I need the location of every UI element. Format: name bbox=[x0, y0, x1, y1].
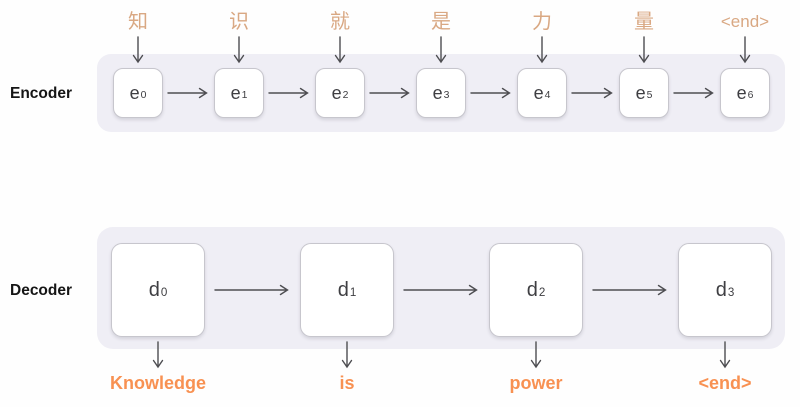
arrow-right-icon bbox=[470, 87, 511, 99]
cell-subscript: 0 bbox=[140, 89, 147, 101]
arrow-right-icon bbox=[167, 87, 208, 99]
decoder-panel bbox=[97, 227, 785, 349]
cell-subscript: 6 bbox=[747, 89, 754, 101]
decoder-label: Decoder bbox=[10, 282, 73, 299]
cell-subscript: 5 bbox=[646, 89, 653, 101]
arrow-right-icon bbox=[571, 87, 613, 99]
input-token-0: 知 bbox=[128, 11, 148, 33]
input-token-3: 是 bbox=[431, 11, 451, 33]
cell-subscript: 4 bbox=[544, 89, 551, 101]
arrow-right-icon bbox=[403, 284, 478, 296]
arrow-right-icon bbox=[673, 87, 714, 99]
cell-subscript: 2 bbox=[342, 89, 349, 101]
arrow-right-icon bbox=[268, 87, 309, 99]
output-token-0: Knowledge bbox=[109, 373, 206, 393]
arrow-down-icon bbox=[719, 341, 731, 369]
cell-subscript: 1 bbox=[241, 89, 248, 101]
arrow-down-icon bbox=[132, 36, 144, 64]
cell-label: e bbox=[230, 82, 241, 103]
arrow-down-icon bbox=[152, 341, 164, 369]
arrow-down-icon bbox=[536, 36, 548, 64]
encoder-label: Encoder bbox=[10, 85, 73, 102]
cell-label: e bbox=[129, 82, 140, 103]
cell-label: e bbox=[533, 82, 544, 103]
cell-subscript: 0 bbox=[160, 286, 168, 300]
arrow-down-icon bbox=[435, 36, 447, 64]
cell-subscript: 3 bbox=[443, 89, 450, 101]
input-token-5: 量 bbox=[634, 11, 654, 33]
cell-label: d bbox=[526, 278, 538, 301]
cell-subscript: 2 bbox=[538, 286, 546, 300]
input-token-end: <end> bbox=[720, 12, 770, 31]
arrow-down-icon bbox=[334, 36, 346, 64]
cell-label: e bbox=[635, 82, 646, 103]
output-token-end: <end> bbox=[698, 373, 752, 393]
input-token-1: 识 bbox=[229, 11, 249, 33]
cell-label: d bbox=[148, 278, 160, 301]
cell-label: e bbox=[432, 82, 443, 103]
cell-subscript: 3 bbox=[727, 286, 735, 300]
arrow-right-icon bbox=[214, 284, 289, 296]
cell-label: d bbox=[715, 278, 727, 301]
output-token-1: is bbox=[339, 373, 355, 393]
arrow-down-icon bbox=[233, 36, 245, 64]
arrow-right-icon bbox=[369, 87, 410, 99]
arrow-down-icon bbox=[739, 36, 751, 64]
input-token-2: 就 bbox=[330, 11, 350, 33]
cell-subscript: 1 bbox=[349, 286, 357, 300]
input-token-4: 力 bbox=[532, 11, 552, 33]
arrow-down-icon bbox=[341, 341, 353, 369]
output-token-2: power bbox=[509, 373, 563, 393]
arrow-down-icon bbox=[638, 36, 650, 64]
arrow-down-icon bbox=[530, 341, 542, 369]
cell-label: e bbox=[331, 82, 342, 103]
cell-label: d bbox=[337, 278, 349, 301]
arrow-right-icon bbox=[592, 284, 667, 296]
cell-label: e bbox=[736, 82, 747, 103]
